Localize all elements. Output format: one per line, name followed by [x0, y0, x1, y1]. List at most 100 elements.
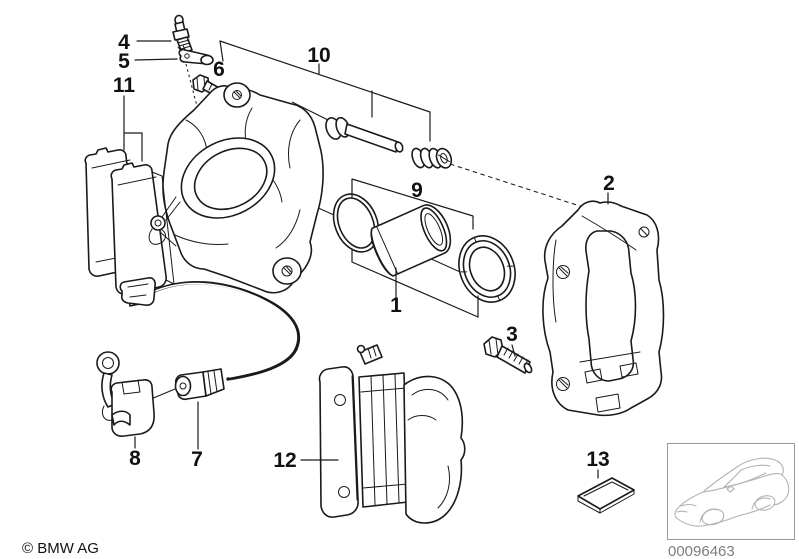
bleeder-stud: [359, 344, 383, 365]
hex-facets: [488, 338, 499, 356]
bracket-10: [219, 40, 431, 142]
inner-line: [583, 481, 629, 497]
brake-pad-set-drawing: [84, 147, 181, 307]
carrier-contours: [552, 215, 641, 413]
mount-hole: [556, 265, 570, 279]
plate-hole: [334, 394, 346, 406]
bracket-9: [351, 178, 474, 230]
bore-inner: [193, 147, 268, 211]
sensor-wire: [150, 281, 301, 381]
part-label-6[interactable]: 6: [213, 58, 225, 81]
plate-edge: [351, 375, 358, 501]
guide-bushing-drawing: [411, 147, 453, 169]
dust-ring-drawing: [458, 235, 516, 303]
thread-hatching: [177, 39, 192, 50]
edge: [177, 44, 186, 52]
vehicle-thumbnail: [667, 443, 795, 540]
piston-mouth: [420, 207, 448, 252]
bushing-bore: [440, 152, 448, 164]
hole-hatching: [640, 228, 648, 236]
bracket-11: [123, 95, 143, 162]
fin-lines: [360, 373, 409, 506]
outline: [200, 54, 214, 66]
piston-drawing: [370, 204, 452, 277]
part-label-4[interactable]: 4: [118, 31, 130, 54]
hole-hatching: [558, 378, 569, 389]
thickness-edge: [577, 489, 635, 514]
bleeder-tip: [356, 344, 366, 354]
leader-3: [511, 344, 516, 357]
piston-mouth-inner: [424, 213, 444, 246]
caliper-housing-drawing: [162, 82, 324, 294]
pin-ring: [96, 351, 120, 375]
outline: [577, 477, 635, 510]
spring-legs: [148, 196, 181, 247]
part-label-12[interactable]: 12: [273, 449, 296, 472]
holder-notch: [111, 410, 131, 426]
document-number: 00096463: [668, 543, 735, 559]
o-ring-inner: [336, 197, 376, 249]
part-label-11[interactable]: 11: [113, 74, 136, 97]
plug-face: [174, 375, 192, 397]
copyright-notice: © BMW AG: [22, 540, 99, 557]
sensor-tip-clip: [119, 277, 156, 306]
body-contours: [407, 388, 451, 509]
part-label-9[interactable]: 9: [411, 179, 423, 202]
caliper-body: [403, 375, 466, 524]
inner-contours: [174, 107, 301, 249]
bmw-sedan-outline-icon: [674, 457, 790, 527]
caliper-carrier-drawing: [542, 200, 665, 417]
holder-to-plug-line: [150, 388, 176, 400]
anti-rattle-spring: [148, 196, 181, 247]
left-plate: [318, 366, 359, 518]
sensor-plug: [174, 368, 225, 401]
piston-seal-drawing: [332, 193, 380, 253]
part-label-1[interactable]: 1: [390, 294, 402, 317]
hole-hatching: [558, 266, 569, 277]
plug-collar: [202, 368, 225, 397]
lug-hole: [232, 90, 242, 100]
dashed-line-bushing-to-carrier: [449, 163, 587, 209]
stud-threads: [367, 345, 377, 359]
hole: [184, 53, 190, 59]
pad-friction-edge: [117, 171, 175, 285]
clip-slot: [127, 283, 149, 298]
assembled-caliper-drawing: [318, 344, 466, 524]
part-label-8[interactable]: 8: [129, 447, 141, 470]
plate-hole: [338, 486, 350, 498]
sensor-wire-highlight: [152, 282, 298, 378]
hex-bolt-drawing: [483, 336, 533, 374]
bushing-slot: [437, 154, 450, 163]
piston-groove: [376, 226, 398, 274]
guide-hole: [638, 226, 650, 238]
cylinder-bore: [180, 137, 276, 219]
hole-hatching: [283, 265, 292, 275]
retainer-clip-drawing: [177, 44, 214, 66]
part-label-7[interactable]: 7: [191, 448, 203, 471]
spring-eye-inner: [154, 219, 162, 227]
part-label-10[interactable]: 10: [307, 44, 330, 67]
bolt-tip: [523, 362, 533, 374]
thread-hatching: [503, 347, 529, 368]
part-callouts: 4 5 6 11 10 9 1 2 3 12 7 8 13: [113, 31, 615, 472]
piston-left-face: [371, 227, 394, 277]
spring-eye: [150, 215, 166, 231]
part-label-13[interactable]: 13: [586, 448, 609, 471]
sensor-holder-drawing: [96, 351, 155, 437]
hole-hatching: [233, 90, 242, 99]
ring-ticks: [460, 236, 514, 302]
part-label-5[interactable]: 5: [118, 50, 130, 73]
shim-plate-drawing: [577, 477, 635, 514]
part-label-3[interactable]: 3: [506, 323, 518, 346]
leader-lines: [123, 40, 609, 479]
bleeder-valve-drawing: [172, 14, 193, 54]
pin-tip: [394, 141, 404, 153]
outline: [542, 200, 665, 417]
ring-inner: [468, 246, 506, 292]
part-label-2[interactable]: 2: [603, 172, 615, 195]
bracket-1: [351, 248, 479, 318]
plug-grooves: [207, 370, 218, 395]
dashed-line-bleeder-to-caliper: [185, 63, 205, 134]
holder-slot: [121, 379, 141, 395]
